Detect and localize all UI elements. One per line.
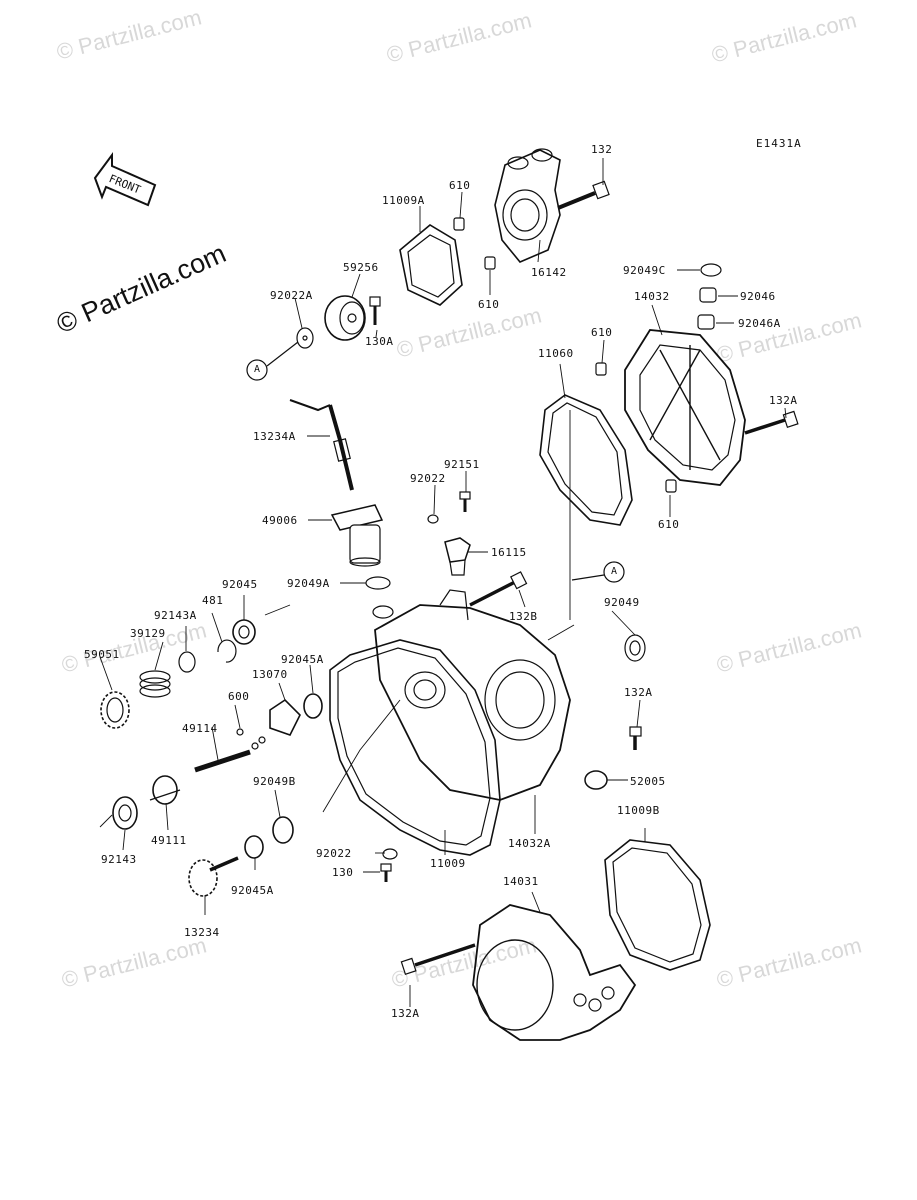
part-label-39129[interactable]: 39129 bbox=[130, 627, 166, 640]
part-label-92022[interactable]: 92022 bbox=[410, 472, 446, 485]
reference-circle bbox=[603, 561, 625, 583]
lever bbox=[330, 504, 384, 567]
circlip bbox=[217, 639, 237, 663]
gear bbox=[188, 856, 239, 897]
part-label-92049C[interactable]: 92049C bbox=[623, 264, 666, 277]
part-label-130A[interactable]: 130A bbox=[365, 335, 394, 348]
part-label-92045A[interactable]: 92045A bbox=[281, 653, 324, 666]
part-label-52005[interactable]: 52005 bbox=[630, 775, 666, 788]
part-label-92049[interactable]: 92049 bbox=[604, 596, 640, 609]
part-label-92045[interactable]: 92045 bbox=[222, 578, 258, 591]
bushing bbox=[700, 263, 722, 277]
dowel-pin bbox=[484, 256, 496, 270]
part-label-92049A[interactable]: 92049A bbox=[287, 577, 330, 590]
part-label-610[interactable]: 610 bbox=[478, 298, 500, 311]
part-label-610[interactable]: 610 bbox=[449, 179, 471, 192]
gasket bbox=[399, 224, 463, 306]
bearing bbox=[244, 835, 264, 859]
gasket bbox=[604, 839, 711, 971]
bolt bbox=[744, 418, 786, 435]
impeller bbox=[269, 698, 301, 736]
oil-seal bbox=[624, 634, 646, 662]
impeller bbox=[324, 295, 366, 341]
part-label-132A[interactable]: 132A bbox=[769, 394, 798, 407]
reference-label-A: A bbox=[254, 364, 261, 375]
spring bbox=[139, 670, 171, 698]
bushing bbox=[697, 314, 715, 330]
clutch-cover bbox=[624, 329, 746, 486]
ball bbox=[236, 728, 244, 736]
part-label-600[interactable]: 600 bbox=[228, 690, 250, 703]
part-label-92151[interactable]: 92151 bbox=[444, 458, 480, 471]
diagram-code: E1431A bbox=[756, 137, 802, 150]
gasket bbox=[539, 394, 633, 526]
reference-label-A: A bbox=[611, 566, 618, 577]
part-label-11009A[interactable]: 11009A bbox=[382, 194, 425, 207]
part-label-92046[interactable]: 92046 bbox=[740, 290, 776, 303]
part-label-132[interactable]: 132 bbox=[591, 143, 613, 156]
bolt bbox=[414, 943, 476, 967]
part-label-92143A[interactable]: 92143A bbox=[154, 609, 197, 622]
oil-seal bbox=[365, 576, 391, 590]
oil-plug bbox=[444, 537, 471, 576]
part-label-481[interactable]: 481 bbox=[202, 594, 224, 607]
part-label-13234A[interactable]: 13234A bbox=[253, 430, 296, 443]
oil-seal bbox=[112, 796, 138, 830]
dowel-pin bbox=[665, 479, 677, 493]
part-label-14032A[interactable]: 14032A bbox=[508, 837, 551, 850]
leader-lines bbox=[99, 158, 787, 1007]
dowel-pin bbox=[595, 362, 607, 376]
bushing bbox=[699, 287, 717, 303]
part-label-132A[interactable]: 132A bbox=[624, 686, 653, 699]
part-label-11060[interactable]: 11060 bbox=[538, 347, 574, 360]
part-label-132B[interactable]: 132B bbox=[509, 610, 538, 623]
part-label-92045A[interactable]: 92045A bbox=[231, 884, 274, 897]
washer bbox=[382, 848, 398, 860]
part-label-59256[interactable]: 59256 bbox=[343, 261, 379, 274]
part-label-132A[interactable]: 132A bbox=[391, 1007, 420, 1020]
part-label-92046A[interactable]: 92046A bbox=[738, 317, 781, 330]
part-label-610[interactable]: 610 bbox=[658, 518, 680, 531]
water-pump-cover bbox=[494, 148, 561, 263]
bearing bbox=[232, 619, 256, 645]
front-arrow-icon: FRONT bbox=[93, 151, 157, 207]
part-label-14031[interactable]: 14031 bbox=[503, 875, 539, 888]
gasket bbox=[329, 639, 501, 856]
bolt bbox=[469, 580, 516, 607]
part-label-13234[interactable]: 13234 bbox=[184, 926, 220, 939]
part-label-92022A[interactable]: 92022A bbox=[270, 289, 313, 302]
part-label-14032[interactable]: 14032 bbox=[634, 290, 670, 303]
bearing bbox=[303, 693, 323, 719]
washer bbox=[427, 514, 439, 524]
part-label-92022[interactable]: 92022 bbox=[316, 847, 352, 860]
part-label-92049B[interactable]: 92049B bbox=[253, 775, 296, 788]
part-label-92143[interactable]: 92143 bbox=[101, 853, 137, 866]
part-label-49111[interactable]: 49111 bbox=[151, 834, 187, 847]
crankcase-cover bbox=[372, 589, 571, 801]
part-label-59051[interactable]: 59051 bbox=[84, 648, 120, 661]
part-label-16115[interactable]: 16115 bbox=[491, 546, 527, 559]
shaft bbox=[194, 749, 251, 773]
part-label-11009[interactable]: 11009 bbox=[430, 857, 466, 870]
cap bbox=[584, 770, 608, 790]
part-label-13070[interactable]: 13070 bbox=[252, 668, 288, 681]
shaft bbox=[289, 399, 354, 491]
bearing bbox=[272, 816, 294, 844]
part-label-49114[interactable]: 49114 bbox=[182, 722, 218, 735]
washer bbox=[296, 327, 314, 349]
part-label-610[interactable]: 610 bbox=[591, 326, 613, 339]
part-label-16142[interactable]: 16142 bbox=[531, 266, 567, 279]
part-label-11009B[interactable]: 11009B bbox=[617, 804, 660, 817]
gear bbox=[100, 691, 130, 729]
reference-circle bbox=[246, 359, 268, 381]
part-label-130[interactable]: 130 bbox=[332, 866, 354, 879]
part-label-49006[interactable]: 49006 bbox=[262, 514, 298, 527]
washer bbox=[178, 651, 196, 673]
gear bbox=[149, 775, 181, 805]
dowel-pin bbox=[453, 217, 465, 231]
bolt bbox=[557, 180, 610, 210]
generator-cover bbox=[472, 904, 637, 1041]
